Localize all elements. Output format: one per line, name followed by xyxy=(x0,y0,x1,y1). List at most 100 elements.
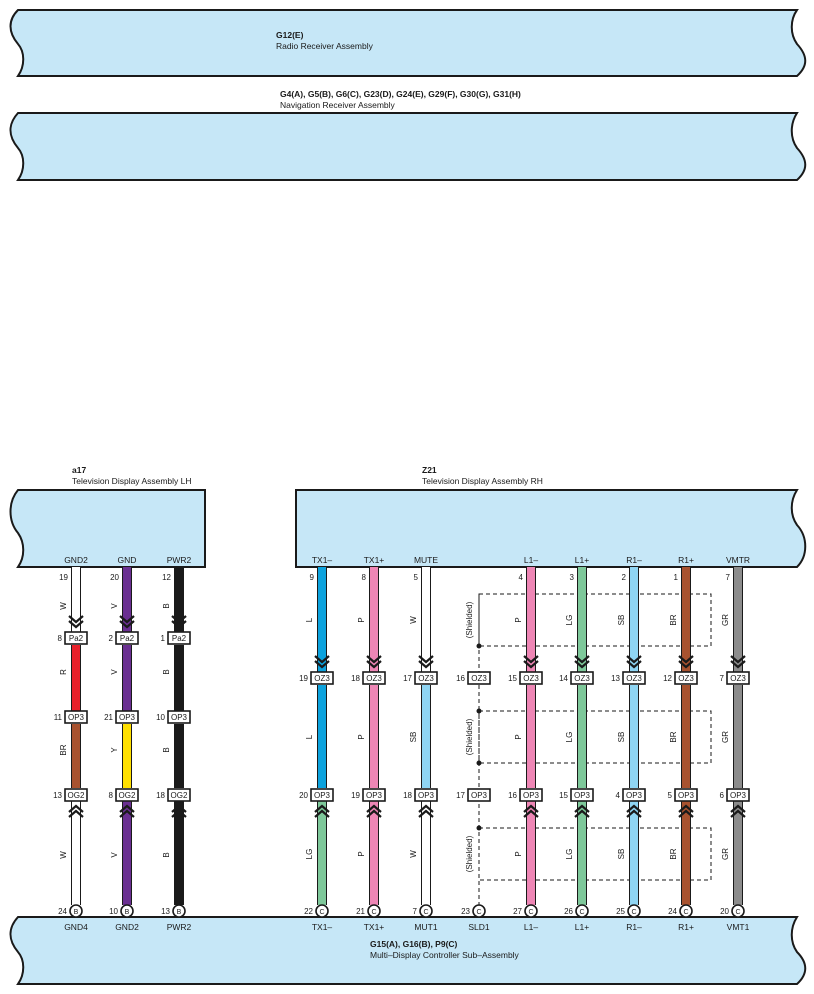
rh-wire-3-top-pin: 5 xyxy=(414,573,419,582)
rh-wire-8-oz-conn: OZ3 xyxy=(678,674,694,683)
lh-wire-2-og-pin: 8 xyxy=(109,791,114,800)
rh-wire-5-bottom-circle xyxy=(524,904,538,918)
rh-wire-7-top-label: R1– xyxy=(626,555,642,565)
rh-wire-3-op-pin: 18 xyxy=(403,791,412,800)
rh-wire-1-op-arrow xyxy=(314,804,330,818)
rh-wire-6-oz-pin: 14 xyxy=(559,674,568,683)
rh-wire-9-seg1-label: GR xyxy=(721,614,730,626)
rh-wire-4-oz-box xyxy=(467,671,491,685)
lh-wire-2-seg3 xyxy=(123,724,131,788)
rh-wire-1-bottom-pin: 22 xyxy=(304,907,313,916)
lh-wire-2-seg2-label: V xyxy=(110,669,119,675)
lh-wire-3-top-label: PWR2 xyxy=(167,555,192,565)
tv-lh-name: Television Display Assembly LH xyxy=(72,476,192,486)
rh-wire-6-oz-arrow xyxy=(574,655,590,669)
lh-wire-1-bottom-pin: 24 xyxy=(58,907,67,916)
rh-wire-5-seg2-label: P xyxy=(514,734,523,739)
lh-wire-2-pa-arrow xyxy=(119,615,135,629)
lh-wire-2-op-pin: 21 xyxy=(104,713,113,722)
radio-receiver-name: Radio Receiver Assembly xyxy=(276,41,374,51)
rh-wire-8-seg2-label: BR xyxy=(669,731,678,742)
rh-wire-7-top-pin: 2 xyxy=(622,573,627,582)
rh-wire-2-op-box xyxy=(362,788,386,802)
lh-wire-1-seg3-label: BR xyxy=(59,744,68,755)
rh-wire-9-seg2-label: GR xyxy=(721,731,730,743)
rh-wire-1-seg3 xyxy=(318,801,326,905)
lh-wire-1-seg2-label: R xyxy=(59,669,68,675)
lh-wire-1-seg1-label: W xyxy=(59,602,68,610)
lh-wire-3-pa-box xyxy=(167,631,191,645)
rh-wire-5-seg1 xyxy=(527,567,535,672)
rh-wire-2-oz-pin: 18 xyxy=(351,674,360,683)
rh-wire-2-top-label: TX1+ xyxy=(364,555,385,565)
radio-receiver-panel xyxy=(9,9,807,77)
rh-wire-4-oz-pin: 16 xyxy=(456,674,465,683)
rh-wire-7-seg2 xyxy=(630,685,638,788)
rh-wire-1-op-pin: 20 xyxy=(299,791,308,800)
rh-wire-2-top-pin: 8 xyxy=(362,573,367,582)
rh-wire-7-bottom-conn: C xyxy=(631,909,636,916)
rh-wire-2-seg2 xyxy=(370,685,378,788)
rh-wire-3-oz-conn: OZ3 xyxy=(418,674,434,683)
lh-wire-1-seg4-label: W xyxy=(59,851,68,859)
rh-wire-1-seg2 xyxy=(318,685,326,788)
lh-wire-3-bottom-circle xyxy=(172,904,186,918)
lh-wire-3-top-pin: 12 xyxy=(162,573,171,582)
shield-label-bottom: (Shielded) xyxy=(465,835,474,872)
tv-lh-id: a17 xyxy=(72,465,86,475)
rh-wire-3-op-box xyxy=(414,788,438,802)
rh-wire-9-op-conn: OP3 xyxy=(730,791,747,800)
rh-wire-7-bottom-label: R1– xyxy=(626,922,642,932)
rh-wire-3-seg2-label: SB xyxy=(409,732,418,743)
lh-wire-1-og-arrow xyxy=(68,804,84,818)
lh-wire-1-pa-arrow xyxy=(68,615,84,629)
lh-wire-1-bottom-label: GND4 xyxy=(64,922,88,932)
tv-rh-name: Television Display Assembly RH xyxy=(422,476,543,486)
lh-wire-1-pa-box xyxy=(64,631,88,645)
rh-wire-5-top-label: L1– xyxy=(524,555,538,565)
lh-wire-1-og-box xyxy=(64,788,88,802)
rh-wire-8-seg1 xyxy=(682,567,690,672)
rh-wire-6-seg3 xyxy=(578,801,586,905)
lh-wire-3-seg1-label: B xyxy=(162,603,171,608)
rh-wire-4-bottom-pin: 23 xyxy=(461,907,470,916)
lh-wire-1-seg3 xyxy=(72,724,80,788)
lh-wire-2-top-pin: 20 xyxy=(110,573,119,582)
rh-wire-8-oz-box xyxy=(674,671,698,685)
shield-splice-1 xyxy=(476,643,482,649)
rh-wire-5-seg2 xyxy=(527,685,535,788)
lh-wire-2-op-conn: OP3 xyxy=(119,713,136,722)
lh-wire-1-op-conn: OP3 xyxy=(68,713,85,722)
rh-wire-3-oz-arrow xyxy=(418,655,434,669)
shield-box-top xyxy=(478,593,712,647)
shield-splice-4 xyxy=(476,825,482,831)
rh-wire-6-op-pin: 15 xyxy=(559,791,568,800)
rh-wire-6-seg3-label: LG xyxy=(565,849,574,860)
rh-wire-7-seg3-label: SB xyxy=(617,849,626,860)
rh-wire-2-seg1 xyxy=(370,567,378,672)
lh-wire-2-op-box xyxy=(115,710,139,724)
rh-wire-1-oz-arrow xyxy=(314,655,330,669)
rh-wire-8-op-conn: OP3 xyxy=(678,791,695,800)
rh-wire-8-bottom-conn: C xyxy=(683,909,688,916)
rh-wire-1-seg2-label: L xyxy=(305,734,314,739)
rh-wire-9-oz-arrow xyxy=(730,655,746,669)
lh-wire-2-top-label: GND xyxy=(118,555,137,565)
rh-wire-8-op-box xyxy=(674,788,698,802)
rh-wire-7-bottom-pin: 25 xyxy=(616,907,625,916)
rh-wire-8-oz-arrow xyxy=(678,655,694,669)
lh-wire-2-bottom-pin: 10 xyxy=(109,907,118,916)
rh-wire-5-bottom-label: L1– xyxy=(524,922,538,932)
rh-wire-6-seg2 xyxy=(578,685,586,788)
lh-wire-3-pa-arrow xyxy=(171,615,187,629)
rh-wire-5-seg3-label: P xyxy=(514,851,523,856)
rh-wire-1-oz-pin: 19 xyxy=(299,674,308,683)
rh-wire-8-seg2 xyxy=(682,685,690,788)
controller-panel xyxy=(9,916,807,985)
lh-wire-3-seg2 xyxy=(175,645,183,711)
lh-wire-3-og-box xyxy=(167,788,191,802)
rh-wire-3-seg3-label: W xyxy=(409,850,418,858)
lh-wire-3-seg3-label: B xyxy=(162,747,171,752)
rh-wire-7-op-pin: 4 xyxy=(616,791,621,800)
rh-wire-9-seg2 xyxy=(734,685,742,788)
